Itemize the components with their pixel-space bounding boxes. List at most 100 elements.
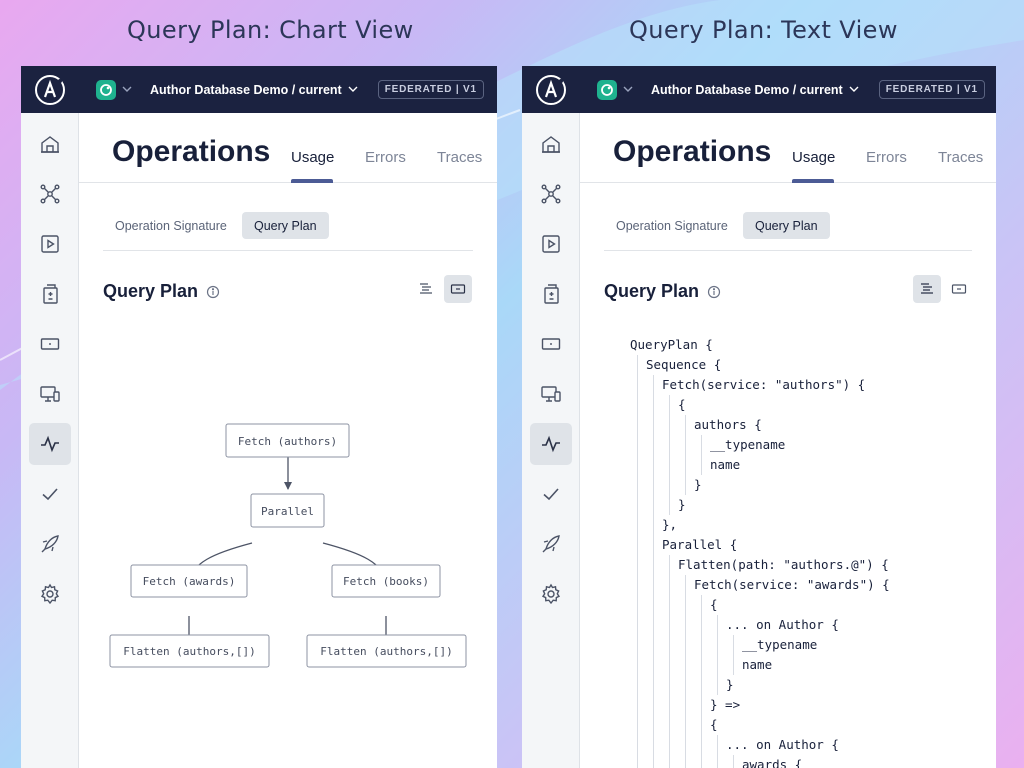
text-view-toggle-icon[interactable] bbox=[412, 275, 440, 303]
launches-icon[interactable] bbox=[530, 473, 572, 515]
code-line: QueryPlan { bbox=[630, 337, 713, 352]
code-line: __typename bbox=[710, 437, 786, 452]
subtab-query-plan[interactable]: Query Plan bbox=[743, 212, 830, 239]
graph-icon[interactable] bbox=[96, 79, 116, 100]
indent-guide bbox=[653, 375, 654, 768]
code-line: { bbox=[710, 717, 718, 732]
tab-errors[interactable]: Errors bbox=[365, 149, 406, 166]
page-header: Operations Usage Errors Traces bbox=[79, 113, 497, 183]
operations-icon[interactable] bbox=[29, 423, 71, 465]
checks-icon[interactable] bbox=[530, 323, 572, 365]
deploy-icon[interactable] bbox=[29, 523, 71, 565]
graph-variant-name[interactable]: Author Database Demo / current bbox=[651, 82, 843, 97]
section-title: Query Plan bbox=[604, 281, 721, 302]
code-line: Parallel { bbox=[662, 537, 738, 552]
node-flatten-authors-right[interactable]: Flatten (authors,[]) bbox=[306, 634, 467, 668]
graph-switcher-chevron-icon[interactable] bbox=[623, 84, 635, 95]
indent-guide bbox=[733, 635, 734, 675]
indent-guide bbox=[701, 595, 702, 768]
app-window-text-view: Author Database Demo / current FEDERATED… bbox=[522, 66, 996, 768]
settings-icon[interactable] bbox=[29, 573, 71, 615]
tab-traces[interactable]: Traces bbox=[938, 149, 984, 166]
info-icon[interactable] bbox=[707, 285, 721, 299]
code-line: ... on Author { bbox=[726, 617, 839, 632]
node-flatten-authors-left[interactable]: Flatten (authors,[]) bbox=[109, 634, 270, 668]
federated-badge: FEDERATED | V1 bbox=[878, 80, 985, 99]
apollo-logo-icon[interactable] bbox=[522, 66, 580, 113]
home-icon[interactable] bbox=[29, 123, 71, 165]
side-nav bbox=[522, 113, 580, 768]
schema-icon[interactable] bbox=[29, 173, 71, 215]
launches-icon[interactable] bbox=[29, 473, 71, 515]
settings-icon[interactable] bbox=[530, 573, 572, 615]
checks-icon[interactable] bbox=[29, 323, 71, 365]
svg-text:Flatten (authors,[]): Flatten (authors,[]) bbox=[123, 645, 255, 658]
node-parallel[interactable]: Parallel bbox=[250, 493, 325, 528]
tab-errors[interactable]: Errors bbox=[866, 149, 907, 166]
code-line: } => bbox=[710, 697, 741, 712]
code-line: Flatten(path: "authors.@") { bbox=[678, 557, 889, 572]
federated-badge: FEDERATED | V1 bbox=[377, 80, 484, 99]
subtab-bar: Operation Signature Query Plan bbox=[604, 212, 972, 251]
graph-switcher-chevron-icon[interactable] bbox=[122, 84, 134, 95]
text-view-toggle-icon[interactable] bbox=[913, 275, 941, 303]
explorer-icon[interactable] bbox=[29, 223, 71, 265]
tab-traces[interactable]: Traces bbox=[437, 149, 483, 166]
node-fetch-books[interactable]: Fetch (books) bbox=[331, 564, 441, 598]
variant-chevron-icon[interactable] bbox=[348, 84, 360, 95]
indent-guide bbox=[733, 755, 734, 768]
node-fetch-awards[interactable]: Fetch (awards) bbox=[130, 564, 248, 598]
code-line: Fetch(service: "authors") { bbox=[662, 377, 866, 392]
apollo-logo-icon[interactable] bbox=[21, 66, 79, 113]
section-title-text: Query Plan bbox=[604, 281, 700, 301]
schema-icon[interactable] bbox=[530, 173, 572, 215]
page-header: Operations Usage Errors Traces bbox=[580, 113, 996, 183]
query-plan-text: QueryPlan { Sequence { Fetch(service: "a… bbox=[630, 335, 890, 768]
code-line: name bbox=[710, 457, 741, 472]
svg-text:Parallel: Parallel bbox=[261, 505, 314, 518]
indent-guide bbox=[637, 355, 638, 768]
changelog-icon[interactable] bbox=[530, 273, 572, 315]
subtab-operation-signature[interactable]: Operation Signature bbox=[115, 218, 227, 233]
subtab-bar: Operation Signature Query Plan bbox=[103, 212, 473, 251]
indent-guide bbox=[669, 395, 670, 515]
variant-chevron-icon[interactable] bbox=[849, 84, 861, 95]
code-line: } bbox=[678, 497, 686, 512]
top-bar: Author Database Demo / current FEDERATED… bbox=[522, 66, 996, 113]
deploy-icon[interactable] bbox=[530, 523, 572, 565]
node-fetch-authors[interactable]: Fetch (authors) bbox=[225, 423, 350, 458]
code-line: ... on Author { bbox=[726, 737, 839, 752]
subtab-operation-signature[interactable]: Operation Signature bbox=[616, 218, 728, 233]
graph-variant-name[interactable]: Author Database Demo / current bbox=[150, 82, 342, 97]
clients-icon[interactable] bbox=[29, 373, 71, 415]
graph-icon[interactable] bbox=[597, 79, 617, 100]
code-line: Sequence { bbox=[646, 357, 722, 372]
clients-icon[interactable] bbox=[530, 373, 572, 415]
svg-text:Fetch (books): Fetch (books) bbox=[343, 575, 429, 588]
info-icon[interactable] bbox=[206, 285, 220, 299]
chart-view-toggle-icon[interactable] bbox=[444, 275, 472, 303]
code-line: __typename bbox=[742, 637, 818, 652]
text-view-title: Query Plan: Text View bbox=[629, 16, 898, 44]
indent-guide bbox=[701, 435, 702, 475]
tab-usage[interactable]: Usage bbox=[792, 149, 836, 166]
indent-guide bbox=[717, 735, 718, 768]
section-title: Query Plan bbox=[103, 281, 220, 302]
code-line: } bbox=[694, 477, 702, 492]
tab-usage[interactable]: Usage bbox=[291, 149, 335, 166]
code-line: }, bbox=[662, 517, 678, 532]
chart-view-toggle-icon[interactable] bbox=[945, 275, 973, 303]
svg-text:Flatten (authors,[]): Flatten (authors,[]) bbox=[320, 645, 452, 658]
subtab-query-plan[interactable]: Query Plan bbox=[242, 212, 329, 239]
svg-text:Fetch (authors): Fetch (authors) bbox=[238, 435, 337, 448]
code-line: name bbox=[742, 657, 773, 672]
indent-guide bbox=[685, 415, 686, 495]
changelog-icon[interactable] bbox=[29, 273, 71, 315]
operations-icon[interactable] bbox=[530, 423, 572, 465]
app-window-chart-view: Author Database Demo / current FEDERATED… bbox=[21, 66, 497, 768]
home-icon[interactable] bbox=[530, 123, 572, 165]
code-line: Fetch(service: "awards") { bbox=[694, 577, 890, 592]
explorer-icon[interactable] bbox=[530, 223, 572, 265]
chart-view-title: Query Plan: Chart View bbox=[127, 16, 414, 44]
side-nav bbox=[21, 113, 79, 768]
